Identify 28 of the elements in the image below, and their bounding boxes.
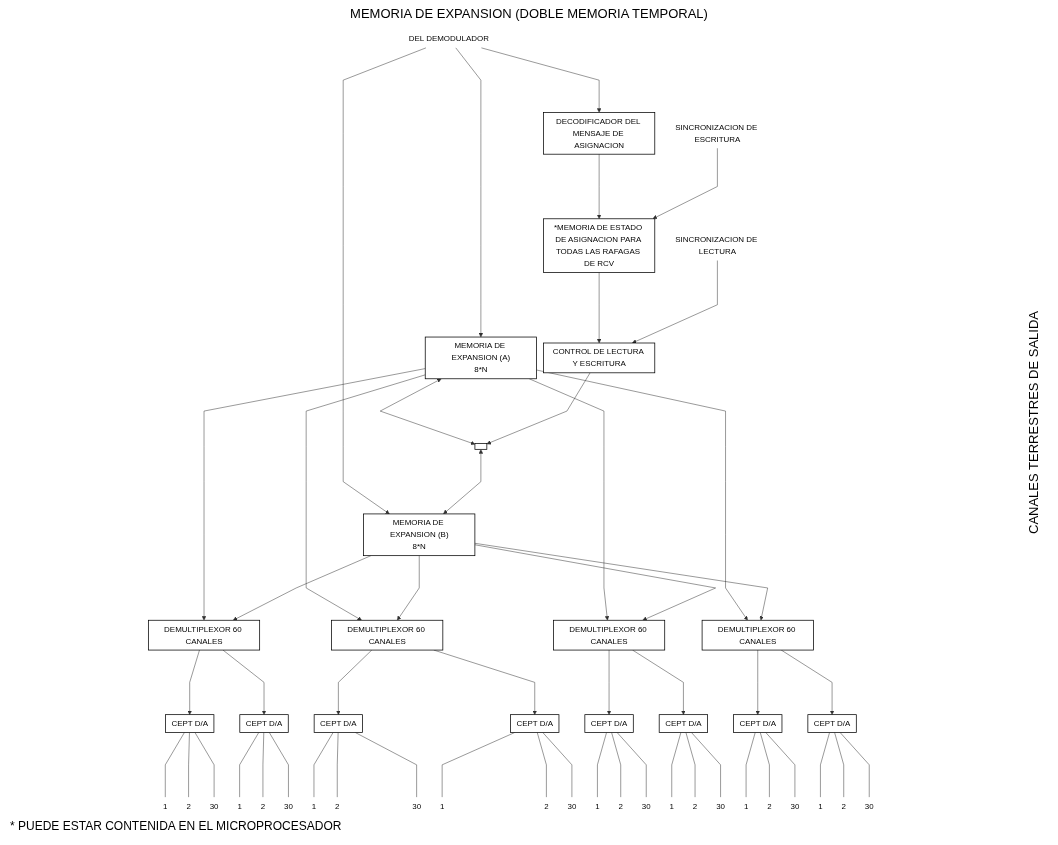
connector <box>765 732 796 798</box>
connector <box>671 732 682 798</box>
connector <box>597 732 607 798</box>
connector <box>188 732 190 798</box>
footnote: * PUEDE ESTAR CONTENIDA EN EL MICROPROCESADOR <box>10 819 342 833</box>
connector <box>537 732 547 798</box>
connector <box>355 732 417 798</box>
connector <box>834 732 844 798</box>
connector <box>611 732 621 798</box>
connector <box>165 732 185 798</box>
connector <box>269 732 289 798</box>
node-box <box>474 443 488 450</box>
connector <box>760 732 770 798</box>
connector <box>745 732 756 798</box>
annotation-label: CANALES TERRESTRES DE SALIDA <box>1025 311 1041 534</box>
connector <box>239 732 259 798</box>
connector <box>194 732 215 798</box>
connector <box>313 732 334 798</box>
connector <box>337 732 339 798</box>
connector <box>441 732 515 798</box>
connector <box>262 732 265 798</box>
annotation-label: MEMORIA DE EXPANSION (DOBLE MEMORIA TEMPORAL) <box>350 6 708 21</box>
connector <box>685 732 696 798</box>
connector <box>820 732 830 798</box>
connector <box>616 732 647 798</box>
connector <box>691 732 721 798</box>
connector <box>839 732 870 798</box>
connector <box>542 732 573 798</box>
